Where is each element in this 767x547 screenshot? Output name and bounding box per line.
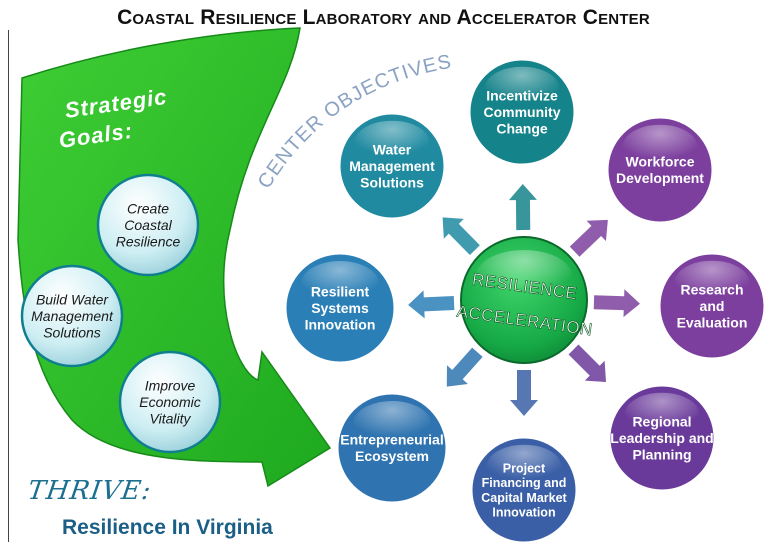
objective-3-line-2: and — [700, 298, 725, 314]
objective-4-line-2: Leadership and — [610, 430, 713, 446]
strategic-goal-2-line-2: Management — [31, 308, 114, 324]
objective-5-line-4: Innovation — [492, 506, 555, 520]
objective-8-line-1: Water — [373, 141, 412, 157]
objective-6-line-1: Entrepreneurial — [340, 432, 443, 448]
arrow-to-objective-8 — [442, 217, 480, 256]
objective-1-line-1: Incentivize — [486, 87, 558, 103]
objective-5-line-2: Financing and — [482, 476, 567, 490]
arrow-to-objective-3 — [593, 289, 640, 318]
objective-8-line-3: Solutions — [360, 174, 424, 190]
strategic-goal-2-line-3: Solutions — [43, 324, 101, 340]
arrow-to-objective-1 — [508, 184, 537, 231]
strategic-goal-3-line-3: Vitality — [150, 410, 192, 426]
objective-4-line-3: Planning — [632, 446, 691, 462]
objective-7-line-2: Systems — [311, 300, 369, 316]
strategic-goal-3-line-1: Improve — [145, 377, 196, 393]
objective-1-line-3: Change — [496, 120, 548, 136]
objective-4-line-1: Regional — [632, 413, 691, 429]
thrive-subtitle: Resilience In Virginia — [62, 516, 273, 539]
objective-5-line-1: Project — [503, 461, 546, 475]
strategic-goal-2-line-1: Build Water — [36, 291, 109, 307]
objective-7-line-1: Resilient — [311, 283, 370, 299]
objective-8-line-2: Management — [349, 158, 435, 174]
objective-7-line-3: Innovation — [305, 316, 376, 332]
objective-1-line-2: Community — [484, 104, 561, 120]
arrow-to-objective-7 — [408, 290, 455, 319]
page-title: Coastal Resilience Laboratory and Accele… — [117, 6, 650, 29]
arrow-to-objective-4 — [568, 344, 607, 383]
thrive-logo: THRIVE: — [25, 476, 154, 506]
objective-5-line-3: Capital Market — [481, 491, 567, 505]
strategic-goal-1-line-1: Create — [127, 200, 169, 216]
objective-3-line-1: Research — [680, 281, 743, 297]
strategic-goal-1-line-3: Resilience — [116, 233, 181, 249]
arrow-to-objective-6 — [446, 347, 483, 387]
strategic-goal-3-line-2: Economic — [139, 394, 200, 410]
strategic-goal-1-line-2: Coastal — [124, 217, 172, 233]
arrow-to-objective-2 — [569, 219, 608, 257]
objective-3-line-3: Evaluation — [677, 314, 748, 330]
objective-2-line-2: Development — [616, 170, 704, 186]
left-border — [8, 30, 9, 542]
resilience-acceleration-hub: RESILIENCE ACCELERATION — [455, 236, 594, 364]
objective-6-line-2: Ecosystem — [355, 448, 429, 464]
arrow-to-objective-5 — [510, 370, 538, 416]
objective-2-line-1: Workforce — [626, 154, 695, 170]
